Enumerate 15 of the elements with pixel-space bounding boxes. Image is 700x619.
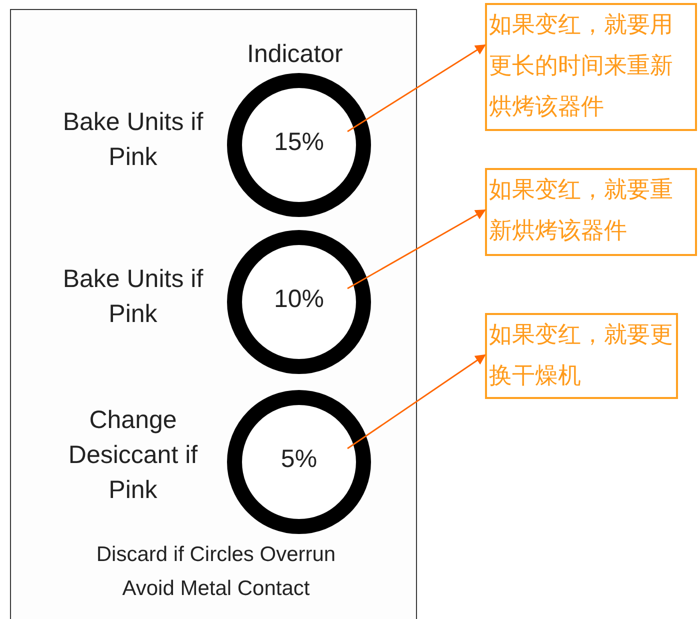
warning-text: Discard if Circles Overrun Avoid Metal Contact: [95, 542, 337, 602]
percent-label: 10%: [274, 285, 324, 314]
leader-arrow: [347, 209, 486, 290]
callout-box: 如果变红，就要更换干燥机: [485, 313, 678, 399]
action-text: Change Desiccant if Pink: [67, 405, 199, 506]
leader-arrow: [347, 44, 486, 132]
card-heading: Indicator: [247, 40, 343, 69]
leader-arrow: [347, 354, 486, 450]
callout-box: 如果变红，就要重新烘烤该器件: [485, 168, 697, 256]
callout-box: 如果变红，就要用更长的时间来重新烘烤该器件: [485, 3, 697, 131]
action-text: Bake Units if Pink: [62, 107, 204, 173]
indicator-card: [10, 9, 417, 619]
action-text: Bake Units if Pink: [62, 264, 204, 330]
percent-label: 15%: [274, 128, 324, 157]
percent-label: 5%: [280, 445, 318, 474]
